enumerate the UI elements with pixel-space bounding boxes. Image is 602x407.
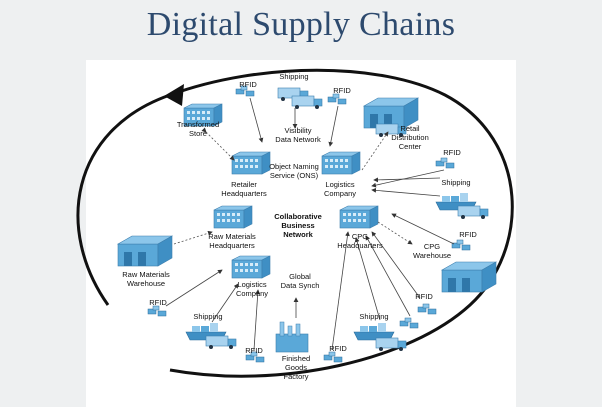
cycle-arrow — [76, 68, 514, 378]
rfid-right-1-label: RFID — [443, 148, 461, 157]
rfid-bottom-2-label: RFID — [329, 344, 347, 353]
logistics-bottom-icon — [231, 255, 271, 279]
rfid-left-bottom-label: RFID — [149, 298, 167, 307]
rfid-right-1-icon — [435, 157, 455, 169]
rfid-right-2-label: RFID — [459, 230, 477, 239]
cycle-arrowhead — [164, 84, 184, 106]
rfid-bottom-2-icon — [323, 351, 343, 363]
shipping-bottom-left-label: Shipping — [193, 312, 223, 321]
cpg-warehouse-icon — [441, 261, 497, 293]
rfid-top-left-label: RFID — [239, 80, 257, 89]
shipping-bottom-right-label: Shipping — [359, 312, 389, 321]
raw-materials-hq-icon — [213, 205, 253, 229]
page-title: Digital Supply Chains — [146, 6, 456, 43]
rfid-left-bottom-icon — [147, 305, 167, 317]
raw-materials-warehouse-icon — [117, 235, 173, 267]
rfid-right-3-label: RFID — [415, 292, 433, 301]
rfid-right-2-icon — [451, 239, 471, 251]
retailer-hq-icon — [231, 151, 271, 175]
shipping-right-label: Shipping — [441, 178, 471, 187]
cpg-hq-icon — [339, 205, 379, 229]
rfid-top-right-icon — [327, 93, 347, 105]
shipping-bottom-right-ship-icon — [353, 322, 395, 341]
rfid-right-3-icon — [399, 317, 419, 329]
rfid-top-right-label: RFID — [333, 86, 351, 95]
rfid-bottom-1-label: RFID — [245, 346, 263, 355]
finished-goods-factory-icon — [275, 321, 309, 353]
shipping-top-label: Shipping — [279, 72, 309, 81]
logistics-top-icon — [321, 151, 361, 175]
